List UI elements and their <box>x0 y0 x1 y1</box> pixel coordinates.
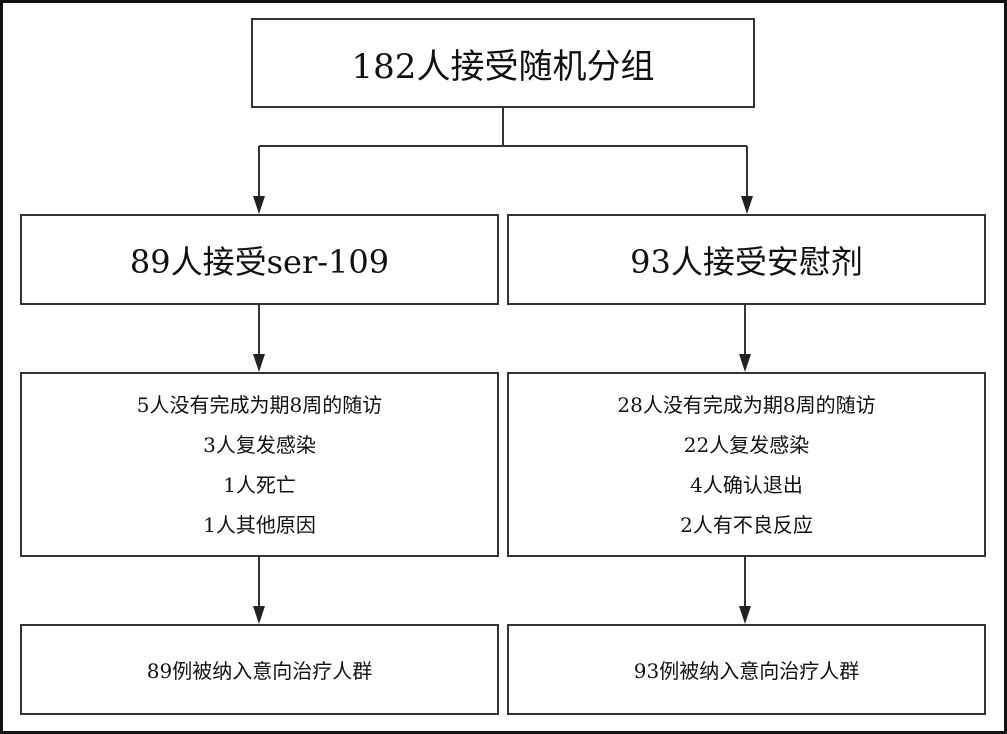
dropout-line: 5人没有完成为期8周的随访 <box>136 392 383 417</box>
arrowhead-icon <box>739 354 751 372</box>
dropout-line: 2人有不良反应 <box>680 512 813 537</box>
randomization-box: 182人接受随机分组 <box>251 18 755 108</box>
arrowhead-icon <box>739 606 751 624</box>
arrowhead-icon <box>253 354 265 372</box>
dropout-line: 22人复发感染 <box>683 432 810 457</box>
dropout-line: 1人死亡 <box>223 472 296 497</box>
placebo-itt-label: 93例被纳入意向治疗人群 <box>633 659 860 683</box>
randomization-label: 182人接受随机分组 <box>351 46 655 87</box>
dropout-line: 28人没有完成为期8周的随访 <box>617 392 876 417</box>
arrowhead-icon <box>253 196 265 214</box>
placebo-arm-label: 93人接受安慰剂 <box>630 242 863 281</box>
dropout-line: 3人复发感染 <box>203 432 316 457</box>
treatment-arm-box: 89人接受ser-109 <box>20 214 499 305</box>
arrowhead-icon <box>253 606 265 624</box>
treatment-itt-box: 89例被纳入意向治疗人群 <box>20 624 499 715</box>
arrowhead-icon <box>741 196 753 214</box>
treatment-dropout-box: 5人没有完成为期8周的随访 3人复发感染 1人死亡 1人其他原因 <box>20 372 499 557</box>
placebo-itt-box: 93例被纳入意向治疗人群 <box>507 624 986 715</box>
placebo-dropout-box: 28人没有完成为期8周的随访 22人复发感染 4人确认退出 2人有不良反应 <box>507 372 986 557</box>
treatment-itt-label: 89例被纳入意向治疗人群 <box>146 659 373 683</box>
dropout-line: 4人确认退出 <box>690 472 803 497</box>
placebo-arm-box: 93人接受安慰剂 <box>507 214 986 305</box>
dropout-line: 1人其他原因 <box>203 512 316 537</box>
treatment-arm-label: 89人接受ser-109 <box>129 242 390 281</box>
